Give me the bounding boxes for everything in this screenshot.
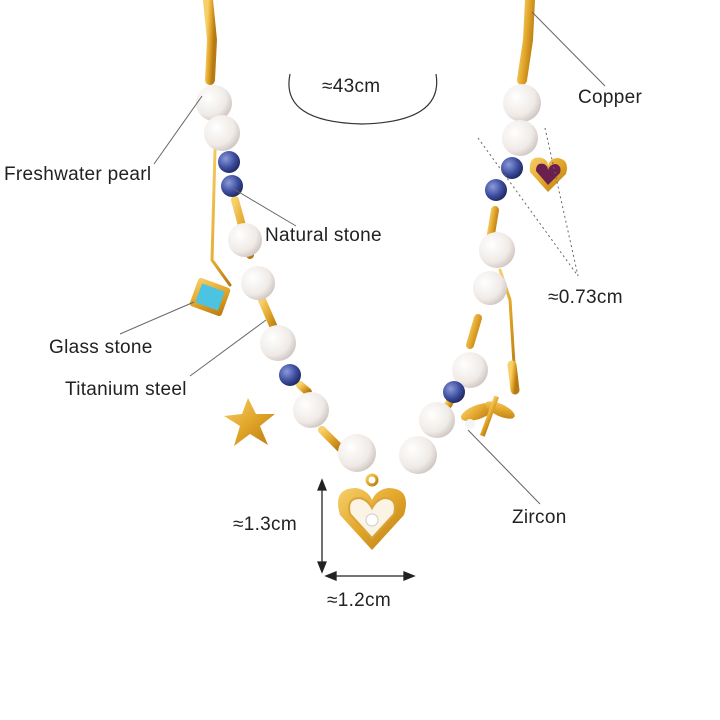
zircon-label: Zircon <box>512 507 567 528</box>
length-label: ≈43cm <box>322 76 381 97</box>
titanium-steel-label: Titanium steel <box>65 379 187 400</box>
charm-size-label: ≈0.73cm <box>548 287 623 308</box>
pendant-height-arrow <box>317 478 327 574</box>
natural-stones <box>218 151 523 403</box>
heart-pendant <box>338 473 406 550</box>
pendant-height-label: ≈1.3cm <box>233 514 297 535</box>
glass-stone-charm <box>189 277 231 317</box>
leader-lines <box>119 11 606 505</box>
natural-stone-label: Natural stone <box>265 225 382 246</box>
freshwater-pearl-label: Freshwater pearl <box>4 164 152 185</box>
starfish-charm <box>224 398 275 446</box>
pendant-width-arrow <box>324 571 416 581</box>
amethyst-heart-charm <box>529 157 567 192</box>
glass-stone-label: Glass stone <box>49 337 153 358</box>
dragonfly-zircon-charm <box>460 395 515 437</box>
freshwater-pearls <box>196 84 541 474</box>
length-arc <box>288 73 438 125</box>
copper-label: Copper <box>578 87 643 108</box>
pendant-width-label: ≈1.2cm <box>327 590 391 611</box>
